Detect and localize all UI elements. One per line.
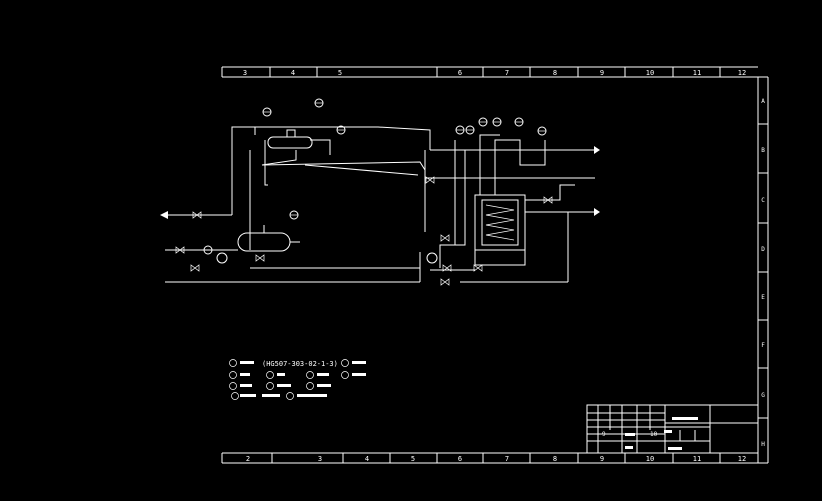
process-schematic bbox=[160, 98, 600, 286]
outlet-arrow-right bbox=[594, 146, 600, 154]
right-row-label: C bbox=[761, 197, 765, 204]
bottom-column-label: 5 bbox=[411, 455, 415, 463]
right-row-label: H bbox=[761, 441, 765, 448]
valve-icon bbox=[440, 278, 450, 286]
pump-icon bbox=[216, 252, 228, 264]
right-row-label: B bbox=[761, 147, 765, 154]
bottom-column-label: 9 bbox=[600, 455, 604, 463]
valve-icon bbox=[175, 246, 185, 254]
pump-icon bbox=[203, 245, 213, 255]
title-block: 9 10 bbox=[586, 404, 759, 454]
bottom-column-label: 10 bbox=[646, 455, 654, 463]
top-column-label: 3 bbox=[243, 69, 247, 77]
bottom-column-label: 8 bbox=[553, 455, 557, 463]
top-drum bbox=[267, 136, 313, 149]
top-column-label: 9 bbox=[600, 69, 604, 77]
heater-coil-box bbox=[481, 199, 519, 246]
right-row-label: E bbox=[761, 294, 765, 301]
outlet-arrow-left bbox=[160, 211, 168, 219]
bottom-column-ruler: 2 3 4 5 6 7 8 9 10 11 12 bbox=[246, 453, 746, 463]
bottom-column-label: 12 bbox=[738, 455, 746, 463]
pump-icon bbox=[426, 252, 438, 264]
valve-icon bbox=[440, 234, 450, 242]
valve-icon bbox=[255, 254, 265, 262]
right-row-label: A bbox=[761, 98, 765, 105]
legend-reference: (HG507-303-02-1-3) bbox=[262, 360, 338, 368]
valve-icon bbox=[192, 211, 202, 219]
top-column-label: 10 bbox=[646, 69, 654, 77]
bottom-column-label: 6 bbox=[458, 455, 462, 463]
top-column-label: 7 bbox=[505, 69, 509, 77]
bottom-column-label: 3 bbox=[318, 455, 322, 463]
top-column-label: 12 bbox=[738, 69, 746, 77]
valve-icon bbox=[543, 196, 553, 204]
top-column-ruler: 3 4 5 6 7 8 9 10 11 12 bbox=[243, 67, 746, 77]
top-column-label: 6 bbox=[458, 69, 462, 77]
drawing-frame bbox=[221, 66, 769, 464]
valve-icon bbox=[442, 264, 452, 272]
valve-icon bbox=[425, 176, 435, 184]
right-row-ruler: A B C D E F G H bbox=[758, 98, 768, 448]
top-column-label: 5 bbox=[338, 69, 342, 77]
valve-icon bbox=[473, 264, 483, 272]
title-block-cell: 10 bbox=[650, 431, 658, 438]
right-row-label: D bbox=[761, 246, 765, 253]
title-block-cell: 9 bbox=[602, 431, 606, 438]
outlet-arrow-right bbox=[594, 208, 600, 216]
bottom-column-label: 2 bbox=[246, 455, 250, 463]
bottom-column-label: 7 bbox=[505, 455, 509, 463]
valve-symbols bbox=[175, 176, 553, 286]
top-column-label: 8 bbox=[553, 69, 557, 77]
right-row-label: G bbox=[761, 392, 765, 399]
top-column-label: 11 bbox=[693, 69, 701, 77]
right-row-label: F bbox=[761, 342, 765, 349]
bottom-column-label: 11 bbox=[693, 455, 701, 463]
separator-vessel bbox=[237, 232, 291, 252]
drum-nozzle bbox=[286, 129, 296, 138]
valve-icon bbox=[190, 264, 200, 272]
top-column-label: 4 bbox=[291, 69, 295, 77]
instrument-tags bbox=[262, 98, 547, 220]
legend: (HG507-303-02-1-3) bbox=[229, 359, 366, 400]
bottom-column-label: 4 bbox=[365, 455, 369, 463]
